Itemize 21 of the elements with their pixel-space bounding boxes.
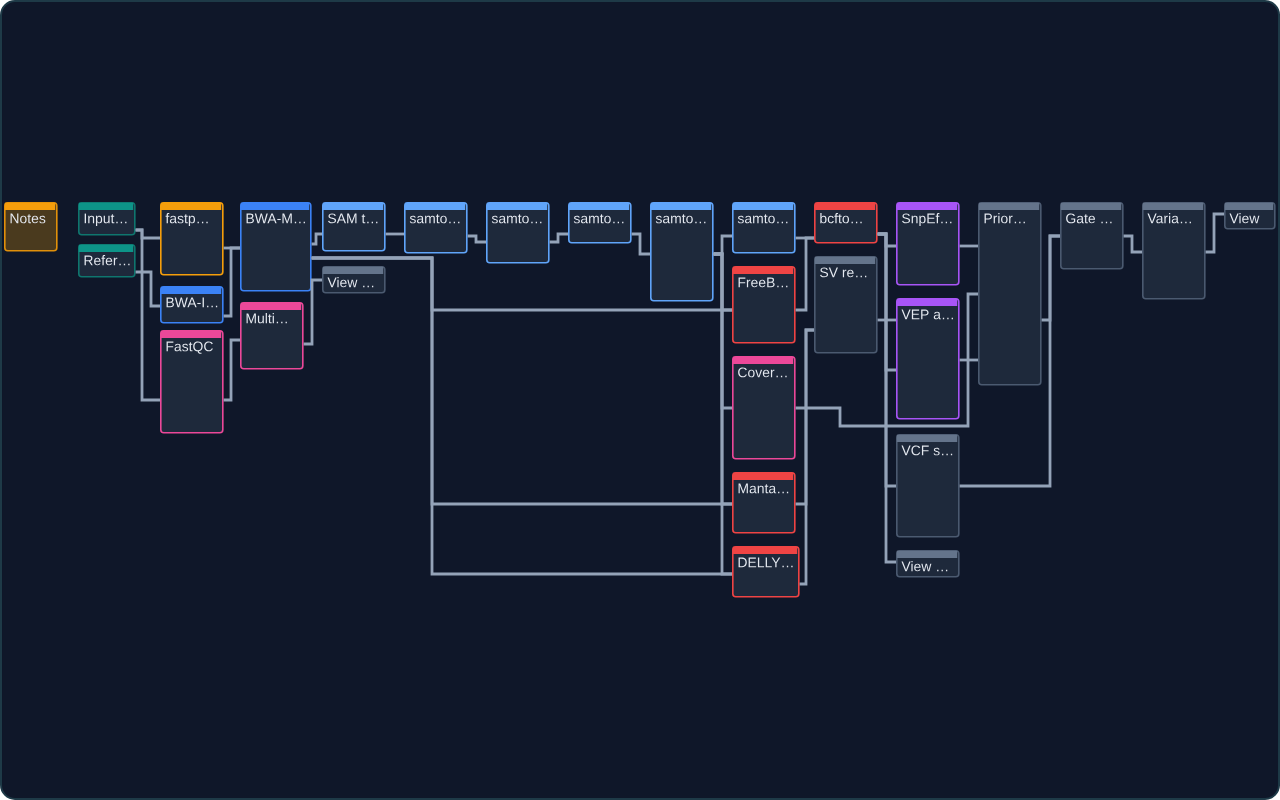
connector-line bbox=[467, 234, 486, 244]
connector-line bbox=[877, 232, 896, 564]
connector-line bbox=[795, 236, 814, 312]
connector-line bbox=[799, 328, 814, 586]
connector-line bbox=[303, 278, 322, 346]
connector-line bbox=[223, 338, 240, 402]
connector-line bbox=[223, 246, 240, 318]
connector-line bbox=[1205, 212, 1224, 254]
connector-line bbox=[631, 232, 650, 256]
connector-line bbox=[311, 256, 732, 576]
connector-line bbox=[1123, 234, 1142, 254]
connector-line bbox=[959, 234, 1060, 488]
connector-line bbox=[877, 318, 896, 322]
connector-line bbox=[311, 232, 322, 246]
connector-line bbox=[959, 244, 978, 248]
connector-line bbox=[385, 232, 404, 236]
connector-line bbox=[135, 228, 160, 402]
connector-line bbox=[795, 292, 978, 428]
connector-line bbox=[959, 358, 978, 362]
connector-line bbox=[549, 232, 568, 244]
connector-line bbox=[135, 270, 160, 308]
